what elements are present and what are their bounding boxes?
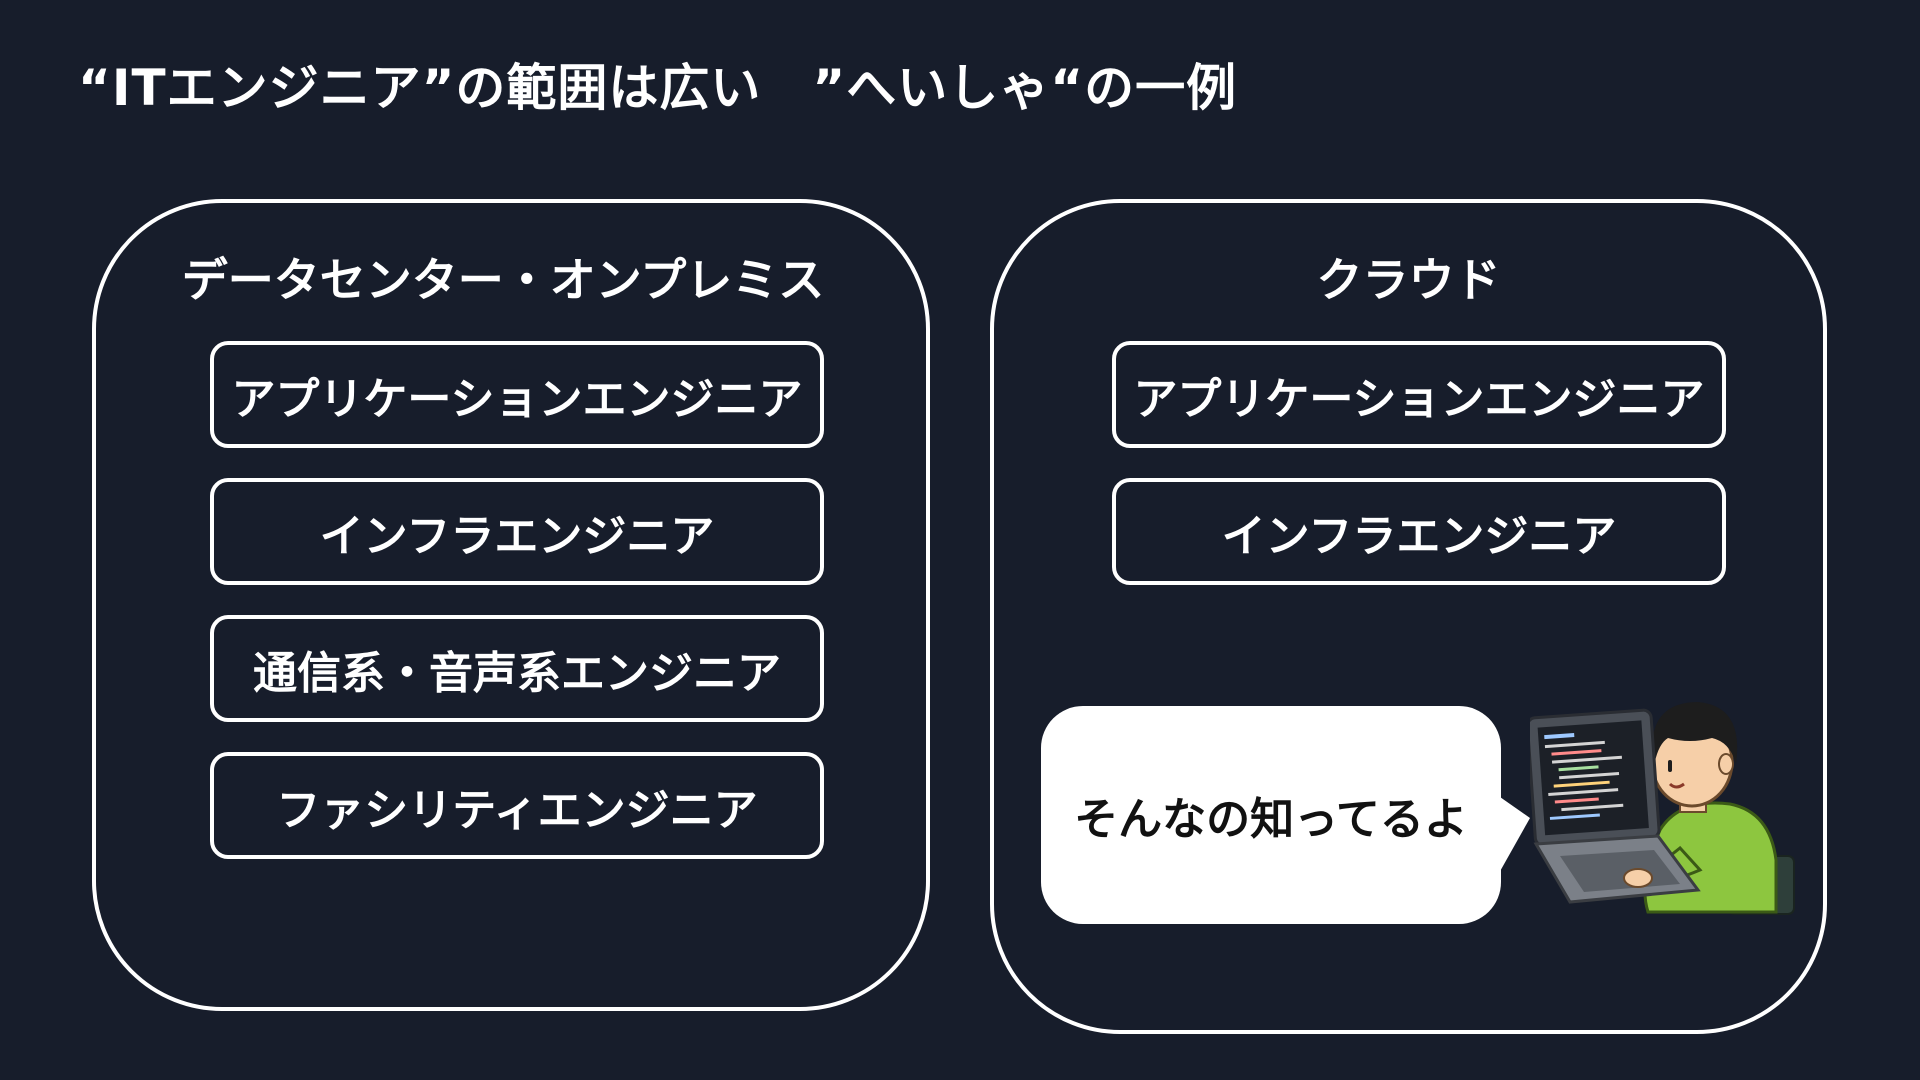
speech-bubble: そんなの知ってるよ [1041, 706, 1501, 924]
speech-bubble-text: そんなの知ってるよ [1074, 783, 1468, 847]
engineer-at-laptop-illustration [1530, 680, 1810, 920]
